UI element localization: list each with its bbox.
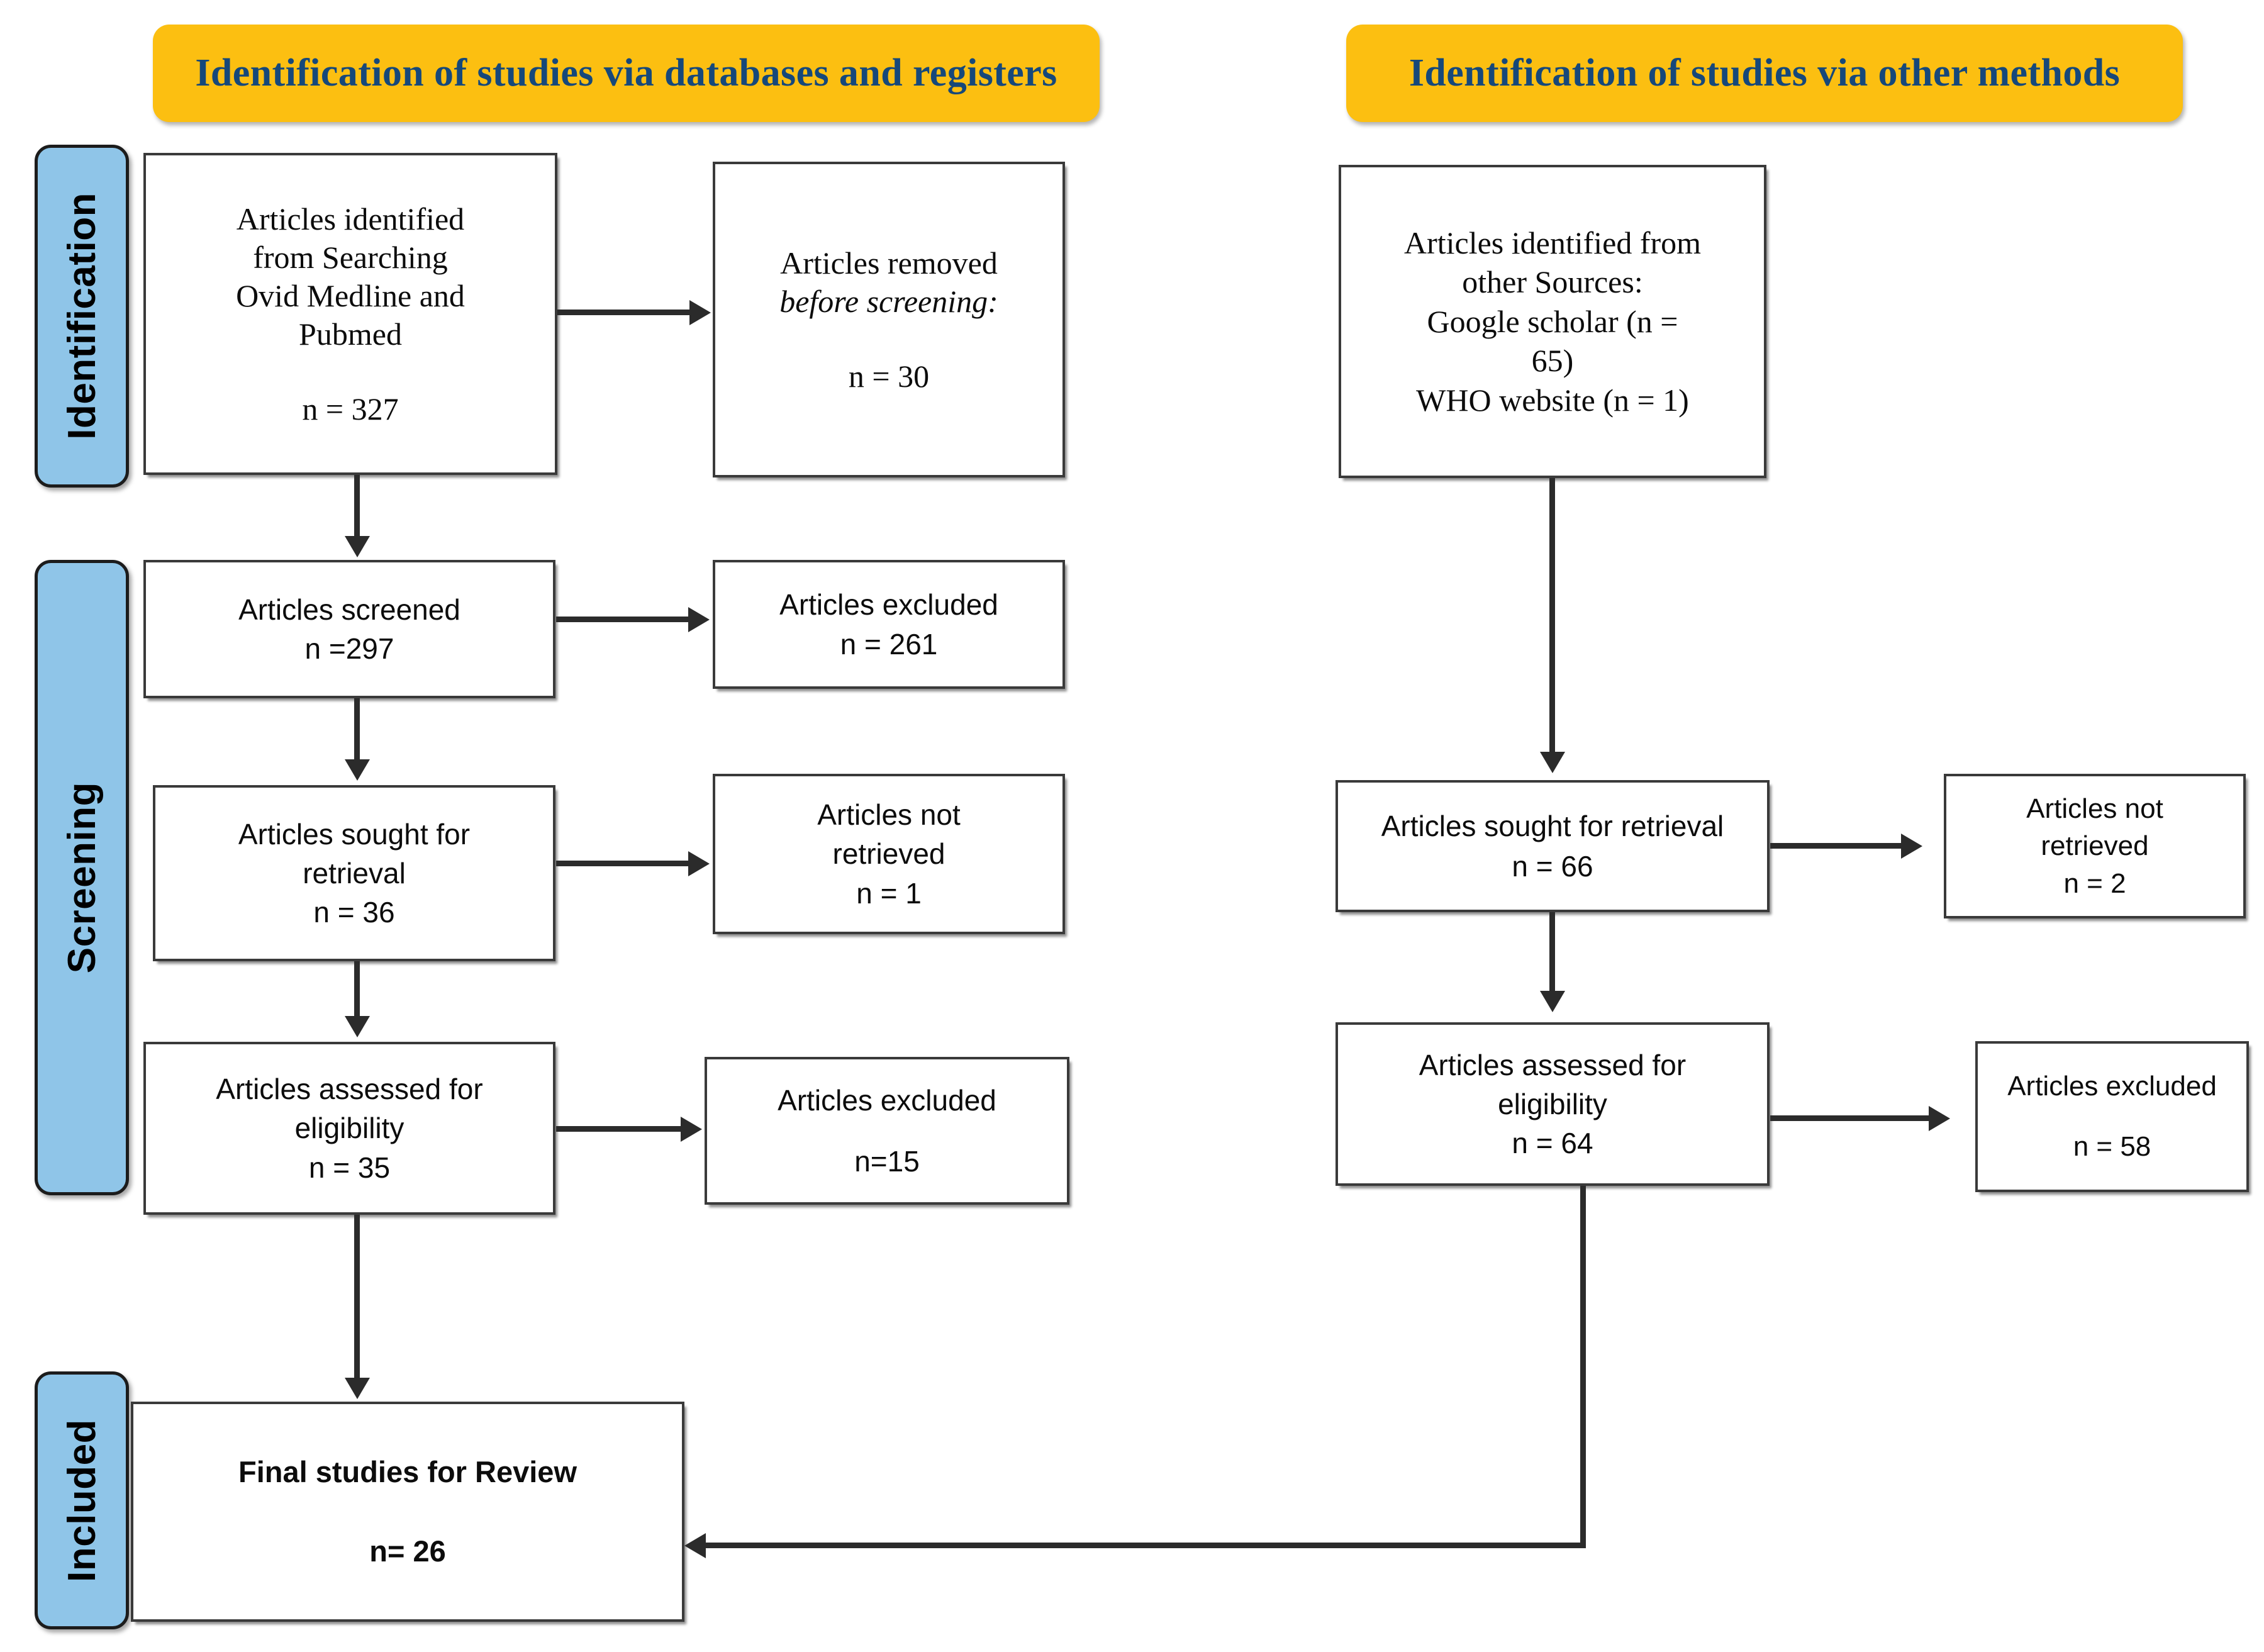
box-articles-identified-databases: Articles identified from Searching Ovid … <box>143 153 557 475</box>
arrowhead-sought-right-to-assessed-right <box>1540 991 1565 1012</box>
stage-pill-included-label: Included <box>60 1419 104 1582</box>
final-line-1: Final studies for Review <box>238 1455 577 1489</box>
connector-sought-to-not-retrieved <box>556 861 689 866</box>
box-final-studies-for-review: Final studies for Review n= 26 <box>131 1402 684 1622</box>
assessed-left-line-1: Articles assessed for <box>216 1073 483 1106</box>
box-articles-not-retrieved-left: Articles not retrieved n = 1 <box>713 774 1065 934</box>
final-count: n= 26 <box>369 1534 446 1568</box>
excluded-right-count: n = 58 <box>2073 1131 2151 1162</box>
arrowhead-assessed-right-to-excluded-right <box>1929 1106 1950 1131</box>
sought-right-line-1: Articles sought for retrieval <box>1381 809 1724 842</box>
box-articles-sought-for-retrieval-right: Articles sought for retrieval n = 66 <box>1336 780 1770 912</box>
connector-assessed-to-excluded-left <box>556 1126 682 1132</box>
arrowhead-sought-to-not-retrieved <box>688 851 710 876</box>
excluded-screened-line-1: Articles excluded <box>779 588 998 622</box>
assessed-right-count: n = 64 <box>1512 1127 1593 1160</box>
removed-count: n = 30 <box>848 358 930 394</box>
identified-line-4: Pubmed <box>299 316 402 352</box>
box-articles-not-retrieved-right: Articles not retrieved n = 2 <box>1944 774 2246 918</box>
arrowhead-other-sources-to-sought-right <box>1540 752 1565 773</box>
not-retrieved-left-line-2: retrieved <box>832 837 945 871</box>
box-articles-excluded-eligibility-left: Articles excluded n=15 <box>705 1057 1069 1205</box>
screened-count: n =297 <box>304 632 394 665</box>
connector-identified-to-removed <box>557 310 691 315</box>
connector-assessed-to-final <box>354 1215 360 1381</box>
arrowhead-assessed-to-excluded-left <box>681 1117 702 1142</box>
banner-other-methods: Identification of studies via other meth… <box>1346 25 2183 122</box>
identified-count: n = 327 <box>302 391 399 427</box>
arrowhead-identified-to-removed <box>689 300 711 325</box>
box-articles-identified-other-sources: Articles identified from other Sources: … <box>1339 165 1766 478</box>
assessed-right-line-2: eligibility <box>1498 1087 1607 1120</box>
screened-line-1: Articles screened <box>238 593 460 626</box>
box-articles-sought-for-retrieval: Articles sought for retrieval n = 36 <box>153 785 555 961</box>
stage-pill-included: Included <box>35 1371 129 1629</box>
arrowhead-sought-to-assessed <box>345 1016 370 1037</box>
other-sources-line-5: WHO website (n = 1) <box>1416 382 1689 418</box>
connector-identified-to-screened <box>354 475 360 541</box>
arrowhead-screened-to-sought <box>345 759 370 781</box>
excluded-eligibility-count: n=15 <box>854 1144 920 1178</box>
box-articles-excluded-screening: Articles excluded n = 261 <box>713 560 1065 689</box>
stage-pill-screening: Screening <box>35 560 129 1195</box>
connector-other-sources-to-sought-right <box>1549 478 1555 755</box>
identified-line-1: Articles identified <box>236 201 465 237</box>
arrowhead-sought-right-to-not-retrieved-right <box>1901 834 1922 859</box>
stage-pill-screening-label: Screening <box>60 781 104 974</box>
sought-right-count: n = 66 <box>1512 850 1593 883</box>
stage-pill-identification: Identification <box>35 145 129 488</box>
other-sources-line-1: Articles identified from <box>1403 225 1702 260</box>
banner-databases-label: Identification of studies via databases … <box>195 52 1057 95</box>
connector-sought-to-assessed <box>354 961 360 1021</box>
sought-line-1: Articles sought for <box>238 817 471 851</box>
identified-line-2: from Searching <box>253 239 448 275</box>
connector-assessed-right-to-excluded-right <box>1770 1115 1931 1121</box>
connector-screened-to-sought <box>354 698 360 764</box>
other-sources-line-2: other Sources: <box>1462 264 1643 300</box>
box-articles-screened: Articles screened n =297 <box>143 560 555 698</box>
assessed-left-line-2: eligibility <box>294 1112 404 1145</box>
arrowhead-identified-to-screened <box>345 536 370 557</box>
other-sources-line-3: Google scholar (n = <box>1427 303 1678 339</box>
arrowhead-screened-to-excluded <box>688 607 710 632</box>
box-articles-assessed-eligibility-right: Articles assessed for eligibility n = 64 <box>1336 1022 1770 1186</box>
connector-assessed-right-to-final-vertical <box>1580 1186 1586 1548</box>
stage-pill-identification-label: Identification <box>60 193 104 440</box>
other-sources-line-4: 65) <box>1531 343 1574 379</box>
sought-count: n = 36 <box>313 896 395 929</box>
connector-assessed-right-to-final-horizontal <box>706 1543 1586 1548</box>
box-articles-excluded-right: Articles excluded n = 58 <box>1975 1041 2249 1192</box>
removed-line-2: before screening: <box>779 283 998 319</box>
connector-sought-right-to-assessed-right <box>1549 912 1555 994</box>
not-retrieved-right-line-1: Articles not <box>2026 793 2163 824</box>
box-articles-removed-before-screening: Articles removed before screening: n = 3… <box>713 162 1065 477</box>
identified-line-3: Ovid Medline and <box>236 277 465 313</box>
connector-sought-right-to-not-retrieved-right <box>1770 843 1902 849</box>
assessed-right-line-1: Articles assessed for <box>1419 1048 1687 1081</box>
not-retrieved-right-count: n = 2 <box>2063 868 2126 899</box>
box-articles-assessed-eligibility-left: Articles assessed for eligibility n = 35 <box>143 1042 555 1215</box>
arrowhead-assessed-to-final <box>345 1378 370 1399</box>
connector-screened-to-excluded <box>556 617 689 622</box>
removed-line-1: Articles removed <box>780 245 998 281</box>
excluded-right-line-1: Articles excluded <box>2007 1071 2217 1102</box>
banner-other-methods-label: Identification of studies via other meth… <box>1408 52 2121 95</box>
not-retrieved-right-line-2: retrieved <box>2041 830 2149 862</box>
excluded-eligibility-line-1: Articles excluded <box>778 1083 996 1117</box>
sought-line-2: retrieval <box>303 856 406 890</box>
not-retrieved-left-line-1: Articles not <box>817 798 961 832</box>
assessed-left-count: n = 35 <box>308 1151 391 1184</box>
excluded-screened-count: n = 261 <box>840 627 938 661</box>
not-retrieved-left-count: n = 1 <box>856 876 922 910</box>
arrowhead-assessed-right-to-final <box>684 1533 706 1558</box>
banner-databases-and-registers: Identification of studies via databases … <box>153 25 1100 122</box>
